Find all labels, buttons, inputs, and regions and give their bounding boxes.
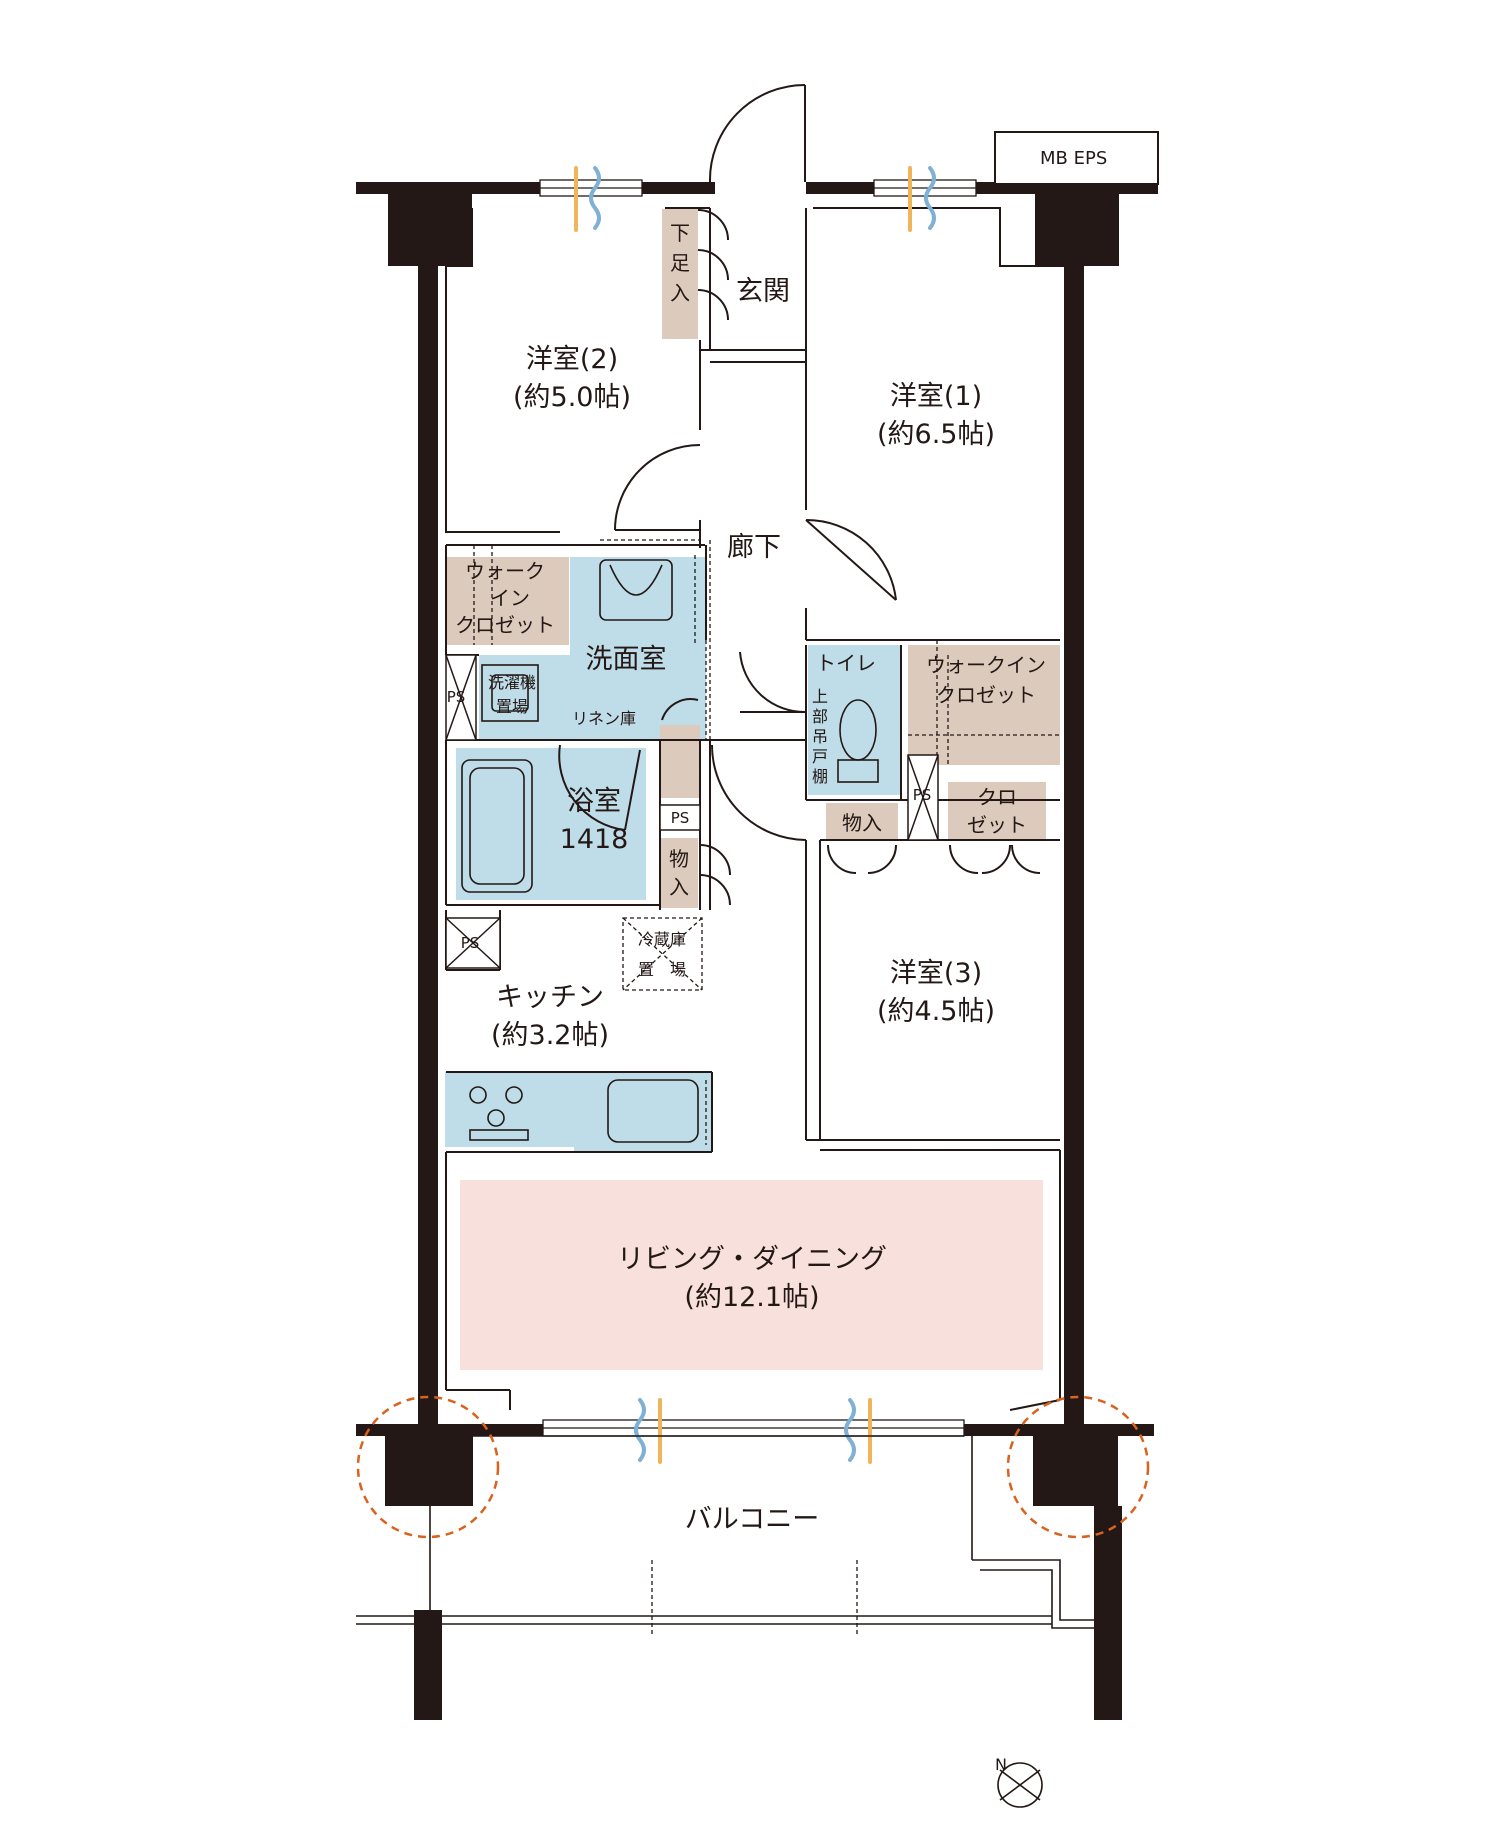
ps-label-2: PS — [671, 809, 690, 827]
wind-sun-symbols — [574, 166, 936, 1464]
getabako-fill — [662, 209, 698, 339]
room2-size: (約5.0帖) — [513, 382, 631, 413]
wind-icon — [589, 166, 601, 230]
room3-name: 洋室(3) — [890, 958, 982, 989]
washroom-fill-left — [479, 655, 579, 740]
wic2-label-2: クロゼット — [936, 683, 1036, 707]
kitchen-size: (約3.2帖) — [491, 1020, 609, 1051]
living-size: (約12.1帖) — [684, 1282, 819, 1313]
compass-icon — [997, 1762, 1043, 1808]
mb-eps-label: MB EPS — [1040, 148, 1107, 169]
toilet-shelf-1: 上 — [812, 687, 828, 706]
linen-label: リネン庫 — [572, 709, 636, 728]
kitchen-counter-fill-2 — [574, 1072, 712, 1152]
closet-fill — [948, 782, 1046, 841]
ps-label-3: PS — [461, 934, 480, 952]
balcony-label: バルコニー — [685, 1504, 819, 1535]
bathtub — [461, 759, 533, 893]
living-area-fill — [460, 1180, 1043, 1370]
toilet-shelf-5: 棚 — [812, 767, 828, 786]
column-highlight-circles — [356, 1395, 1150, 1539]
fridge-label-2: 置 場 — [638, 960, 686, 979]
fixtures — [461, 559, 879, 1143]
toilet-shelf-2: 部 — [812, 707, 828, 726]
washing-machine-label-2: 置場 — [496, 697, 528, 716]
genkan-label: 玄関 — [736, 276, 790, 307]
balcony-lines — [356, 1435, 1094, 1629]
living-name: リビング・ダイニング — [617, 1244, 887, 1275]
zones — [445, 209, 1060, 1370]
kitchen-name: キッチン — [496, 982, 604, 1013]
washbasin — [599, 559, 673, 621]
dashed-lines — [473, 539, 1060, 1635]
kitchen-sink — [607, 1079, 699, 1143]
closet-label-1: クロ — [977, 785, 1017, 809]
ps-label-4: PS — [913, 786, 932, 804]
corridor-label: 廊下 — [727, 532, 781, 563]
wic2-fill — [908, 645, 1060, 765]
labels: MB EPS 玄関 下 足 入 洋室(2) (約5.0帖) 洋室(1) (約6.… — [447, 148, 1108, 1774]
washing-machine-area — [481, 664, 539, 722]
toilet-fill — [808, 645, 901, 795]
bathroom-label: 浴室 — [567, 786, 621, 817]
wic1-label-3: クロゼット — [455, 613, 555, 637]
stove-icon — [469, 1086, 529, 1141]
ps-label-1: PS — [447, 688, 466, 706]
getabako-label-2: 足 — [670, 251, 690, 275]
room2-name: 洋室(2) — [526, 344, 618, 375]
wind-icon — [924, 166, 936, 230]
wic1-fill — [445, 557, 569, 645]
washing-machine-label-1: 洗濯機 — [488, 673, 536, 692]
bathroom-size: 1418 — [560, 824, 629, 855]
monoire2-fill — [826, 803, 898, 841]
monoire2-label: 物入 — [842, 811, 882, 835]
ps-boxes — [445, 654, 939, 969]
doors — [558, 84, 1041, 906]
windows — [539, 179, 977, 1437]
wic2-label-1: ウォークイン — [926, 653, 1046, 677]
wic1-label-2: イン — [490, 586, 530, 610]
monoire1-label-1: 物 — [669, 847, 689, 871]
room1-size: (約6.5帖) — [877, 419, 995, 450]
washroom-fill — [570, 557, 706, 740]
monoire1-label-2: 入 — [669, 875, 689, 899]
getabako-label-3: 入 — [670, 281, 690, 305]
room1-name: 洋室(1) — [890, 381, 982, 412]
wind-icon — [844, 1398, 856, 1462]
wic1-label-1: ウォーク — [465, 559, 545, 583]
linen-fill — [660, 725, 700, 798]
monoire1-fill — [660, 838, 698, 908]
bathroom-fill — [456, 748, 646, 900]
wind-icon — [634, 1398, 646, 1462]
room3-size: (約4.5帖) — [877, 996, 995, 1027]
getabako-label-1: 下 — [670, 221, 690, 245]
north-label: N — [995, 1755, 1007, 1774]
mb-eps-box — [994, 131, 1159, 185]
fridge-label-1: 冷蔵庫 — [638, 930, 686, 949]
washroom-label: 洗面室 — [586, 644, 667, 675]
closet-label-2: ゼット — [967, 813, 1027, 837]
toilet-shelf-4: 戸 — [812, 747, 828, 766]
toilet-label: トイレ — [816, 651, 876, 675]
toilet-shelf-3: 吊 — [812, 727, 828, 746]
